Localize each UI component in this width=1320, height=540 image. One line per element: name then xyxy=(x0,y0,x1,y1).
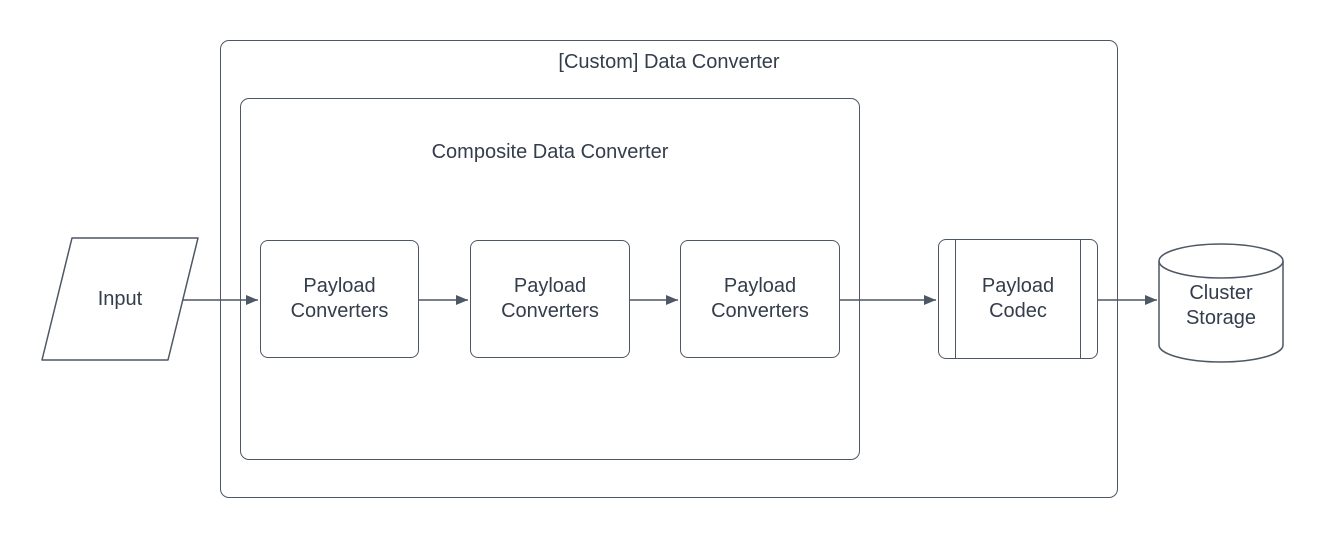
predefined-process-left-line xyxy=(955,240,956,358)
input-node: Input xyxy=(42,238,198,360)
composite-data-converter-title: Composite Data Converter xyxy=(431,141,669,163)
payload-codec-node: Payload Codec xyxy=(938,239,1098,359)
payload-codec-label: Payload Codec xyxy=(981,275,1055,322)
composite-data-converter-container xyxy=(240,98,860,460)
predefined-process-right-line xyxy=(1080,240,1081,358)
payload-converter-3-node: Payload Converters xyxy=(680,240,840,358)
input-label: Input xyxy=(97,287,143,310)
payload-converter-2-label: Payload Converters xyxy=(501,275,599,322)
payload-converter-1-label: Payload Converters xyxy=(290,275,389,322)
custom-data-converter-container xyxy=(220,40,1118,498)
payload-converter-1-node: Payload Converters xyxy=(260,240,419,358)
payload-converter-2-node: Payload Converters xyxy=(470,240,630,358)
cluster-storage-label: Cluster Storage xyxy=(1185,282,1257,329)
cluster-storage-node: Cluster Storage xyxy=(1159,250,1283,362)
payload-converter-3-label: Payload Converters xyxy=(711,275,809,322)
custom-data-converter-title: [Custom] Data Converter xyxy=(558,51,780,73)
